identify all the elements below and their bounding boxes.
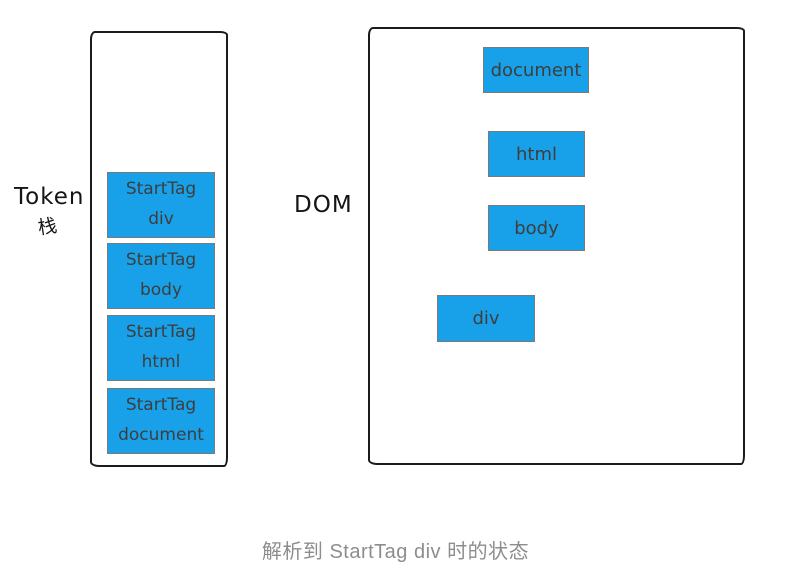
- dom-node-document: document: [483, 47, 589, 93]
- stack-item-starttag-document: StartTag document: [107, 388, 215, 454]
- dom-node-label: document: [490, 59, 582, 81]
- dom-node-html: html: [488, 131, 585, 177]
- stack-item-line1: StartTag: [125, 395, 197, 416]
- stack-item-line2: body: [139, 280, 183, 300]
- dom-node-label: html: [515, 143, 557, 165]
- dom-node-label: div: [472, 308, 500, 329]
- stack-item-line1: StartTag: [125, 322, 197, 343]
- stack-item-line1: StartTag: [125, 179, 197, 200]
- token-stack-label-zh: 栈: [36, 214, 60, 240]
- token-stack-label-en: Token: [14, 184, 85, 210]
- token-stack-container: StartTag div StartTag body StartTag html…: [90, 31, 228, 467]
- dom-node-label: body: [514, 217, 559, 239]
- stack-item-line2: document: [118, 425, 204, 445]
- stack-item-starttag-body: StartTag body: [107, 243, 215, 309]
- stack-item-starttag-html: StartTag html: [107, 315, 215, 381]
- dom-node-div: div: [437, 295, 535, 342]
- stack-item-starttag-div: StartTag div: [107, 172, 215, 238]
- stack-item-line2: div: [148, 209, 174, 229]
- stack-item-line2: html: [141, 352, 181, 372]
- stack-item-line1: StartTag: [125, 250, 197, 271]
- dom-label: DOM: [294, 192, 353, 218]
- dom-node-body: body: [488, 205, 585, 251]
- token-stack-label: Token 栈: [14, 184, 85, 240]
- dom-tree-container: document html body div: [368, 27, 745, 465]
- caption: 解析到 StartTag div 时的状态: [261, 541, 530, 563]
